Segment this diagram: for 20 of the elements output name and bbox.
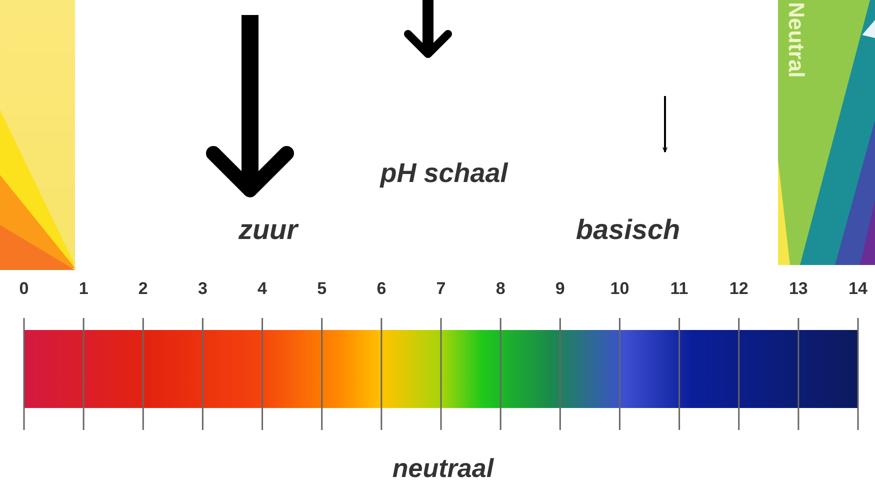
ph-value: 10	[610, 280, 630, 297]
ph-value: 3	[198, 280, 208, 297]
side-label: Neutral	[785, 2, 807, 78]
ph-value: 7	[436, 280, 446, 297]
ph-value: 14	[848, 280, 868, 297]
ph-value: 12	[729, 280, 748, 297]
ph-value: 8	[496, 280, 506, 297]
ph-value: 9	[555, 280, 565, 297]
scale-heading: zuur	[238, 216, 298, 244]
ph-value: 6	[376, 280, 386, 297]
ph-value: 2	[138, 280, 148, 297]
ph-value: 4	[258, 280, 268, 297]
ph-value: 5	[317, 280, 327, 297]
ph-value: 13	[788, 280, 808, 297]
scale-heading: pH schaal	[380, 160, 508, 187]
scale-caption: neutraal	[392, 455, 494, 481]
scale-heading: basisch	[576, 216, 680, 244]
ph-value: 1	[78, 280, 88, 297]
ph-value: 11	[670, 280, 688, 297]
ph-value: 0	[19, 280, 29, 297]
